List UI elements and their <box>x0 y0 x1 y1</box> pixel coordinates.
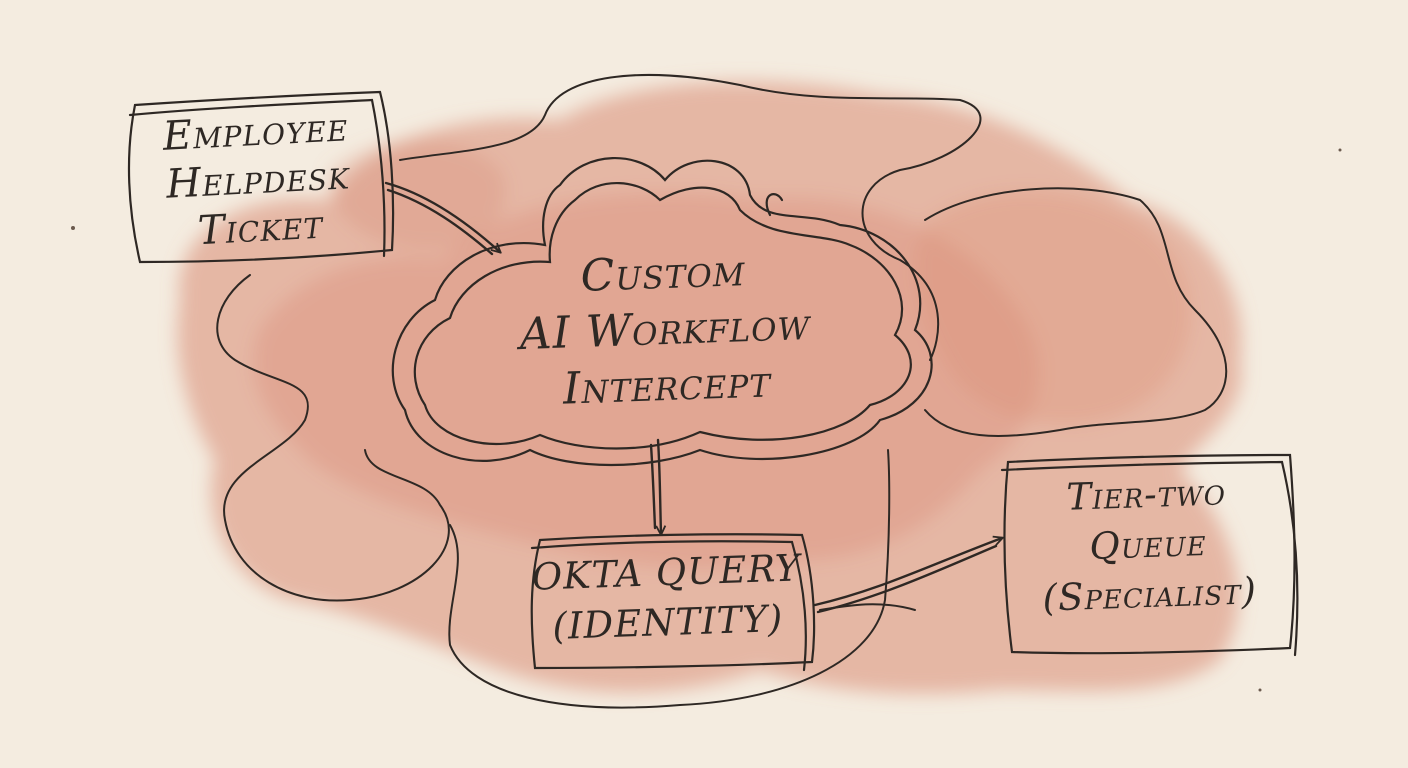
okta-node-label: OKTA QUERY (IDENTITY) <box>520 543 813 653</box>
intercept-node-label: Custom AI Workflow Intercept <box>427 238 903 422</box>
outer-loop-outline <box>399 74 982 361</box>
arrow-ticket-to-intercept <box>384 181 500 252</box>
right-lobe-outline <box>924 187 1228 437</box>
arrow-okta-to-queue <box>813 538 1002 607</box>
paper-specks <box>71 148 1342 692</box>
bottom-loop-outline <box>448 449 891 709</box>
arrow-okta-to-queue-shadow <box>816 544 998 614</box>
queue-node-label: Tier-two Queue (Specialist) <box>1005 465 1290 625</box>
okta-label-line: (IDENTITY) <box>551 596 785 649</box>
okta-box-outline <box>530 533 816 672</box>
arrow-ticket-to-intercept-shadow <box>386 188 494 256</box>
queue-box-outline <box>1000 453 1299 657</box>
ticket-box-outline <box>127 90 395 264</box>
intercept-cloud-outline <box>391 157 933 467</box>
arrow-intercept-to-okta-shadow <box>649 443 657 530</box>
ticket-node-label: Employee Helpdesk Ticket <box>114 101 401 259</box>
queue-label-line: (Specialist) <box>1041 569 1258 620</box>
ink-outlines <box>216 74 1228 709</box>
arrow-intercept-to-okta <box>658 438 661 534</box>
flow-arrows <box>384 181 1002 614</box>
left-loop-outline <box>216 274 450 602</box>
